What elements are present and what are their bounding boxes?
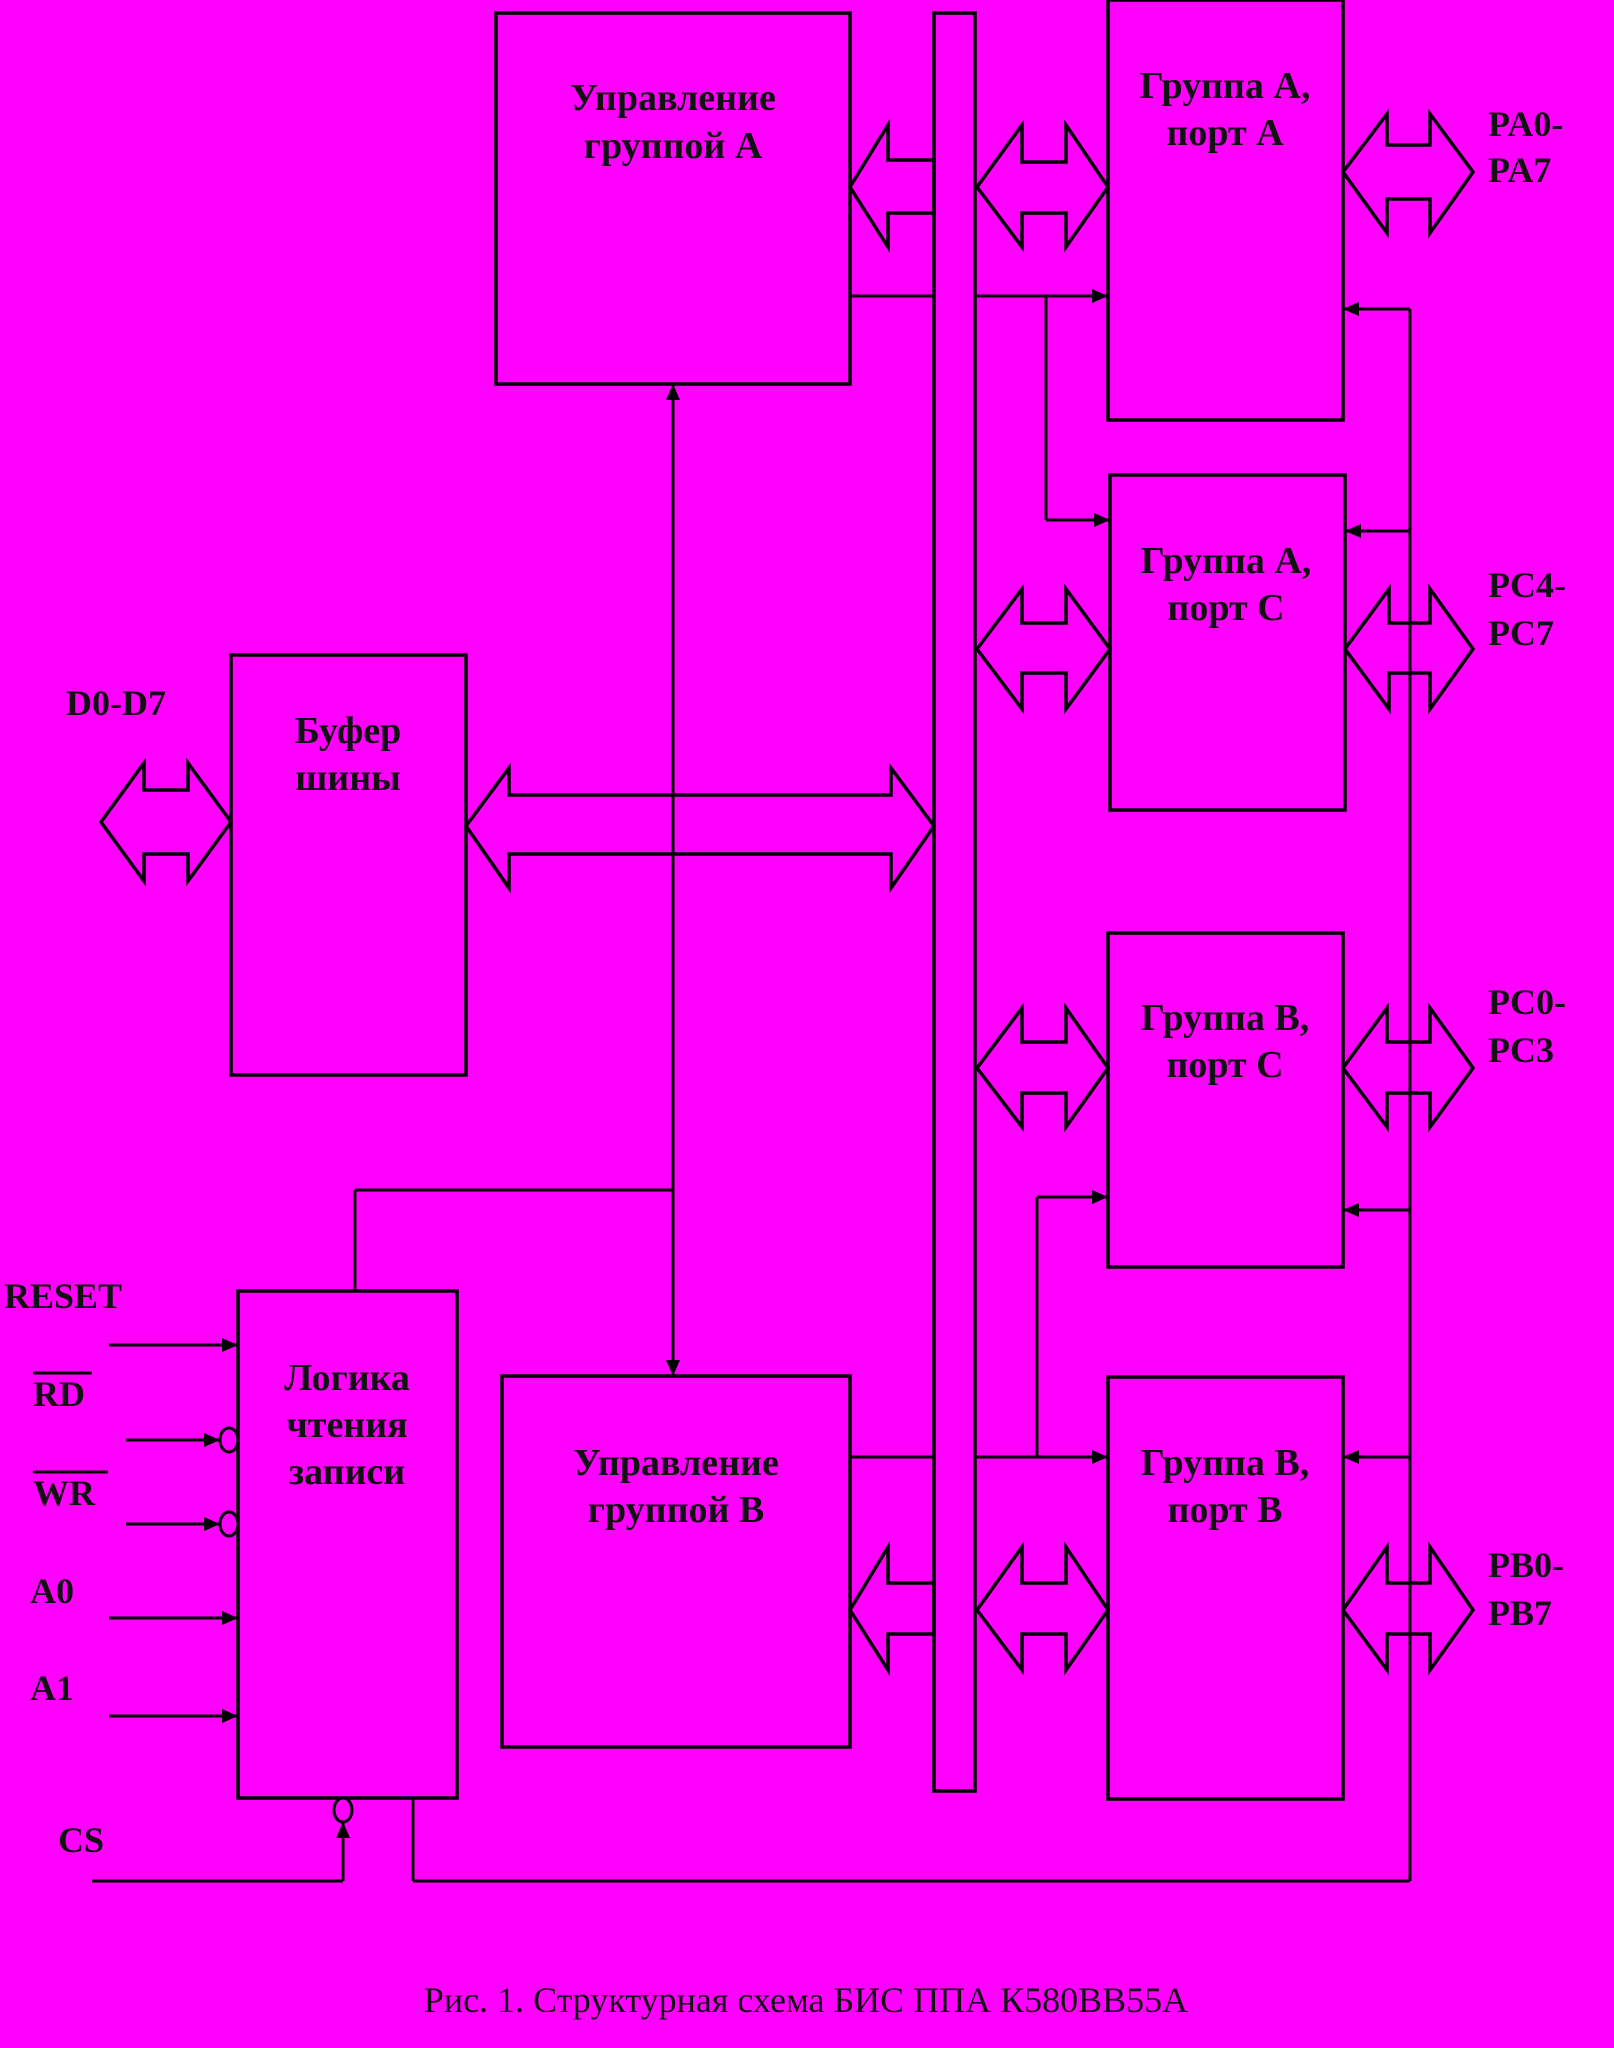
a0-label: A0 [30,1571,74,1611]
pc-high-label-1: PC4- [1488,565,1566,605]
group-b-port-b-label-2: порт В [1167,1489,1282,1531]
bus-to-ctrl-b-arrow [847,1540,936,1677]
group-b-control-label-2: группой В [588,1489,764,1531]
data-bus-external-arrow [98,757,234,887]
port-b-external-arrow [1340,1541,1476,1676]
group-a-port-a-label-1: Группа А, [1140,65,1311,107]
bus-port-b-arrow [974,1541,1111,1676]
port-c-lower-external-arrow [1340,1002,1476,1133]
group-b-port-b-block: Группа В, порт В [1106,1375,1345,1801]
pc-low-label-1: PC0- [1488,982,1566,1022]
control-lines [353,289,1412,1883]
cs-label: CS [58,1820,104,1860]
pb-label-1: PB0- [1488,1545,1564,1585]
bus-to-ctrl-a-arrow [847,118,936,254]
wr-label: WR [33,1473,96,1513]
port-c-upper-external-arrow [1342,583,1476,715]
rw-logic-label-2: чтения [286,1404,407,1446]
group-b-port-c-label-1: Группа В, [1141,997,1310,1039]
group-b-control-label-1: Управление [573,1442,779,1484]
group-b-port-b-label-1: Группа В, [1141,1442,1310,1484]
group-a-control-label-2: группой А [584,125,763,167]
reset-label: RESET [4,1276,122,1316]
rw-logic-label-1: Логика [284,1357,410,1399]
pc-high-label-2: PC7 [1488,613,1554,653]
group-a-port-c-block: Группа А, порт С [1108,473,1347,812]
bus-port-a-arrow [974,119,1111,253]
rd-label: RD [33,1374,85,1414]
group-b-control-block: Управление группой В [500,1374,852,1749]
bus-buffer-block: Буфер шины [229,653,468,1077]
bus-port-c-lower-arrow [974,1002,1111,1133]
group-a-port-a-block: Группа А, порт А [1106,0,1345,422]
internal-data-bus [932,11,977,1793]
group-a-control-block: Управление группой А [494,11,852,386]
group-b-port-c-label-2: порт С [1166,1044,1283,1086]
data-bus-label: D0-D7 [66,683,166,723]
group-a-port-c-label-2: порт С [1167,587,1284,629]
group-a-port-a-label-2: порт А [1166,112,1284,154]
rw-input-lines [92,1338,354,1883]
bus-buffer-label-2: шины [295,757,401,799]
group-b-port-c-block: Группа В, порт С [1106,931,1345,1269]
figure-caption: Рис. 1. Структурная схема БИС ППА К580ВВ… [424,1980,1188,2020]
a1-label: A1 [30,1668,74,1708]
rw-logic-label-3: записи [289,1451,405,1493]
read-write-logic-block: Логика чтения записи [236,1289,459,1800]
port-a-external-arrow [1340,108,1476,239]
pa-label-2: PA7 [1488,150,1551,190]
pa-label-1: PA0- [1488,104,1563,144]
pb-label-2: PB7 [1488,1593,1552,1633]
buffer-to-bus-arrow [463,762,937,894]
pc-low-label-2: PC3 [1488,1030,1554,1070]
group-a-port-c-label-1: Группа А, [1141,540,1312,582]
bus-buffer-label-1: Буфер [295,710,402,752]
bus-port-c-upper-arrow [974,583,1113,715]
group-a-control-label-1: Управление [570,77,776,119]
